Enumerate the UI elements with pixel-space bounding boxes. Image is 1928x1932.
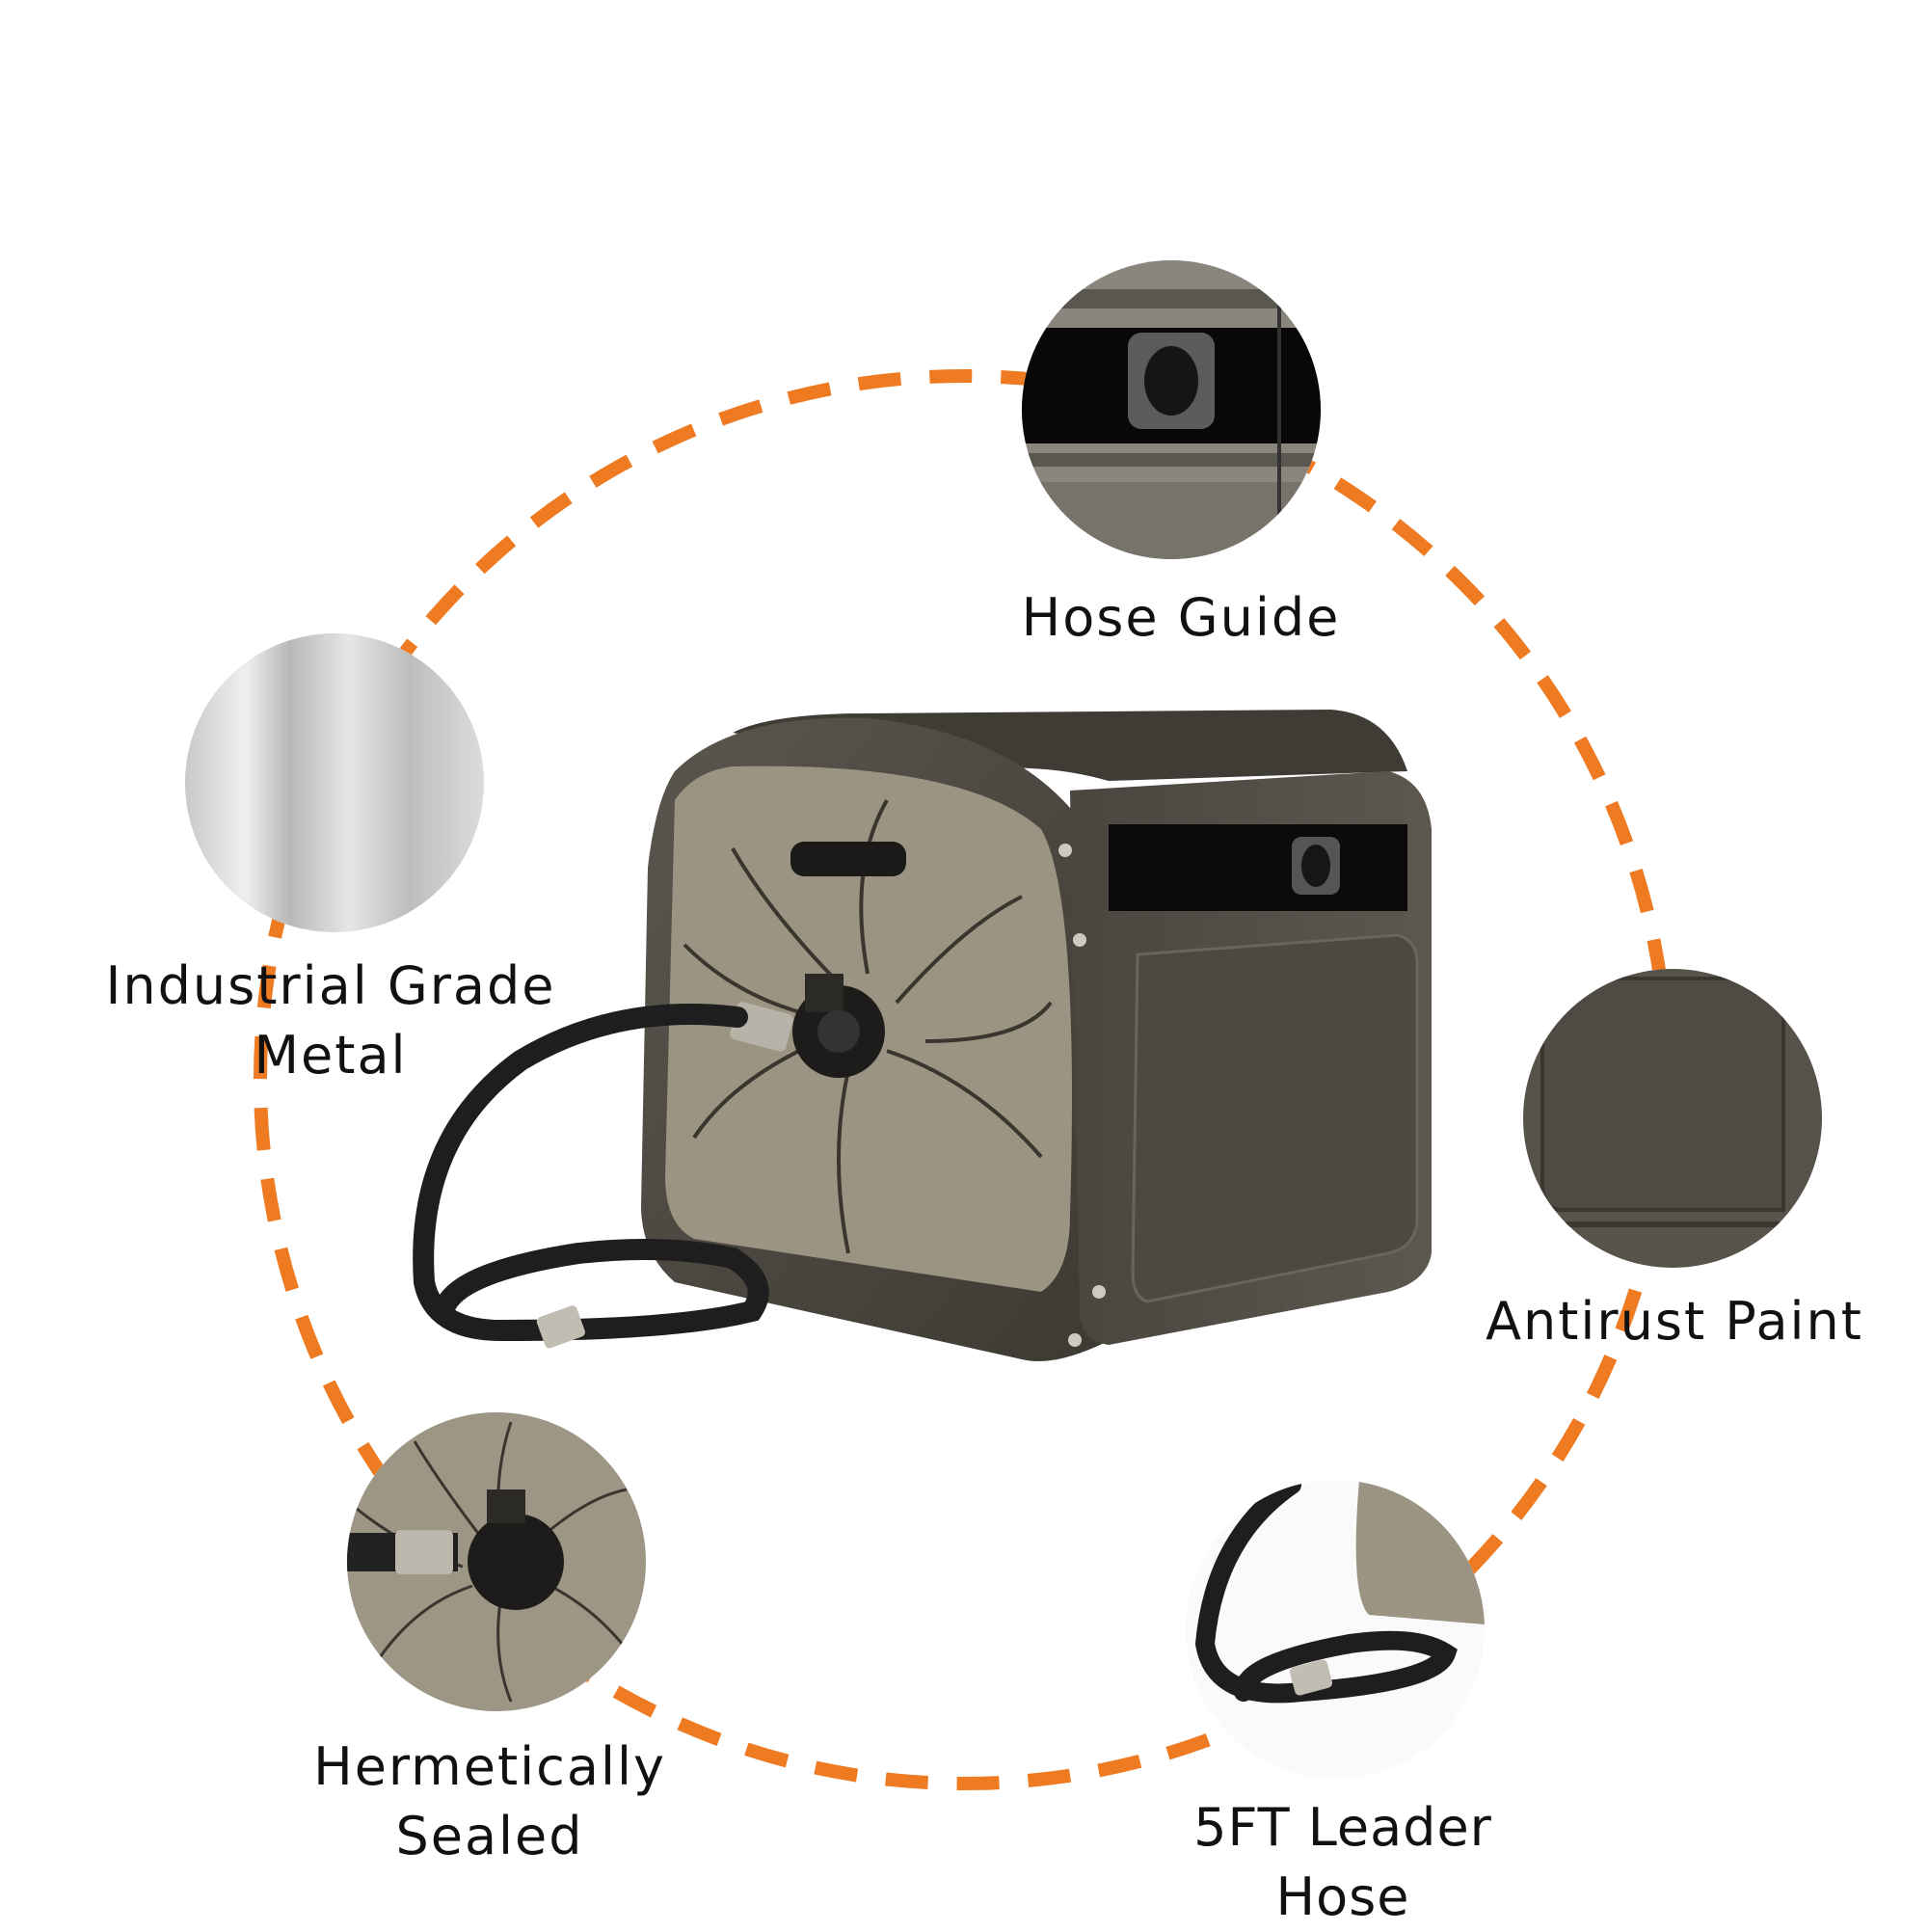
label-line: Sealed bbox=[395, 1806, 584, 1866]
industrial-metal-thumbnail bbox=[185, 633, 484, 932]
label-line: Industrial Grade bbox=[105, 955, 556, 1016]
hermetically-sealed-thumbnail bbox=[347, 1412, 646, 1711]
hose-guide-thumbnail bbox=[1022, 260, 1321, 559]
label-line: Hose bbox=[1275, 1866, 1410, 1927]
leader-hose-thumbnail bbox=[1186, 1480, 1485, 1779]
leader-hose-label: 5FT Leader Hose bbox=[1193, 1793, 1492, 1932]
industrial-metal-label: Industrial Grade Metal bbox=[105, 952, 555, 1090]
hermetically-sealed-label: Hermetically Sealed bbox=[313, 1732, 666, 1871]
label-line: Metal bbox=[254, 1025, 408, 1086]
label-line: Antirust Paint bbox=[1486, 1291, 1863, 1352]
hose-guide-label: Hose Guide bbox=[1022, 583, 1341, 653]
antirust-paint-label: Antirust Paint bbox=[1486, 1287, 1863, 1356]
label-line: Hose Guide bbox=[1021, 587, 1341, 648]
label-line: Hermetically bbox=[313, 1736, 666, 1797]
antirust-paint-thumbnail bbox=[1523, 969, 1822, 1268]
label-line: 5FT Leader bbox=[1193, 1797, 1492, 1858]
